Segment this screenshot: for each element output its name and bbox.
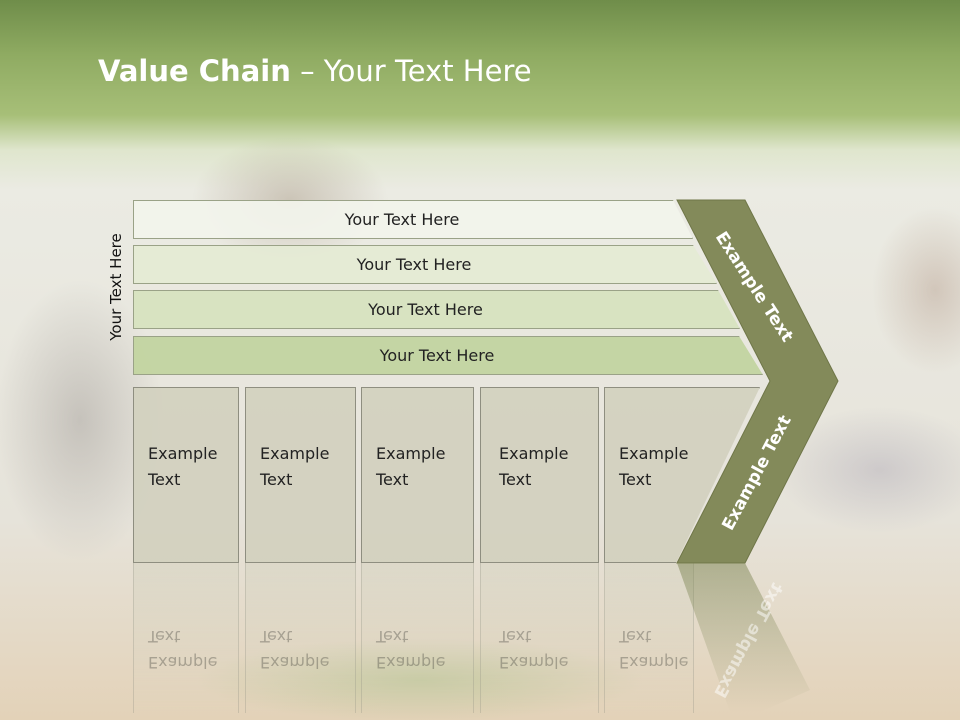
primary-activity-4-line2: Text	[499, 470, 532, 489]
primary-activity-2: Example Text	[245, 387, 356, 563]
primary-activity-2-line1: Example	[260, 444, 330, 463]
support-row-4: Your Text Here	[133, 336, 763, 375]
support-row-3: Your Text Here	[133, 290, 740, 329]
primary-activity-3-line1: Example	[376, 444, 446, 463]
primary-activity-2-line2: Text	[260, 470, 293, 489]
title-bold: Value Chain	[98, 54, 291, 88]
support-row-3-label: Your Text Here	[368, 300, 483, 319]
primary-activity-3-line2: Text	[376, 470, 409, 489]
primary-activity-5-line2: Text	[619, 470, 652, 489]
primary-activity-5-line1: Example	[619, 444, 689, 463]
primary-activity-1-line2: Text	[148, 470, 181, 489]
chevron-reflection	[677, 563, 810, 712]
support-row-2-label: Your Text Here	[356, 255, 472, 274]
primary-activity-3: Example Text	[361, 387, 474, 563]
support-row-1-label: Your Text Here	[344, 210, 460, 229]
slide-title: Value Chain – Your Text Here	[98, 54, 532, 88]
primary-activity-4: Example Text	[480, 387, 599, 563]
support-row-4-label: Your Text Here	[379, 346, 495, 365]
primary-activity-1-line1: Example	[148, 444, 218, 463]
primary-activity-4-line1: Example	[499, 444, 569, 463]
support-row-2: Your Text Here	[133, 245, 717, 284]
primary-activity-1: Example Text	[133, 387, 239, 563]
chevron-shape	[676, 199, 839, 564]
title-rest: – Your Text Here	[290, 54, 532, 88]
